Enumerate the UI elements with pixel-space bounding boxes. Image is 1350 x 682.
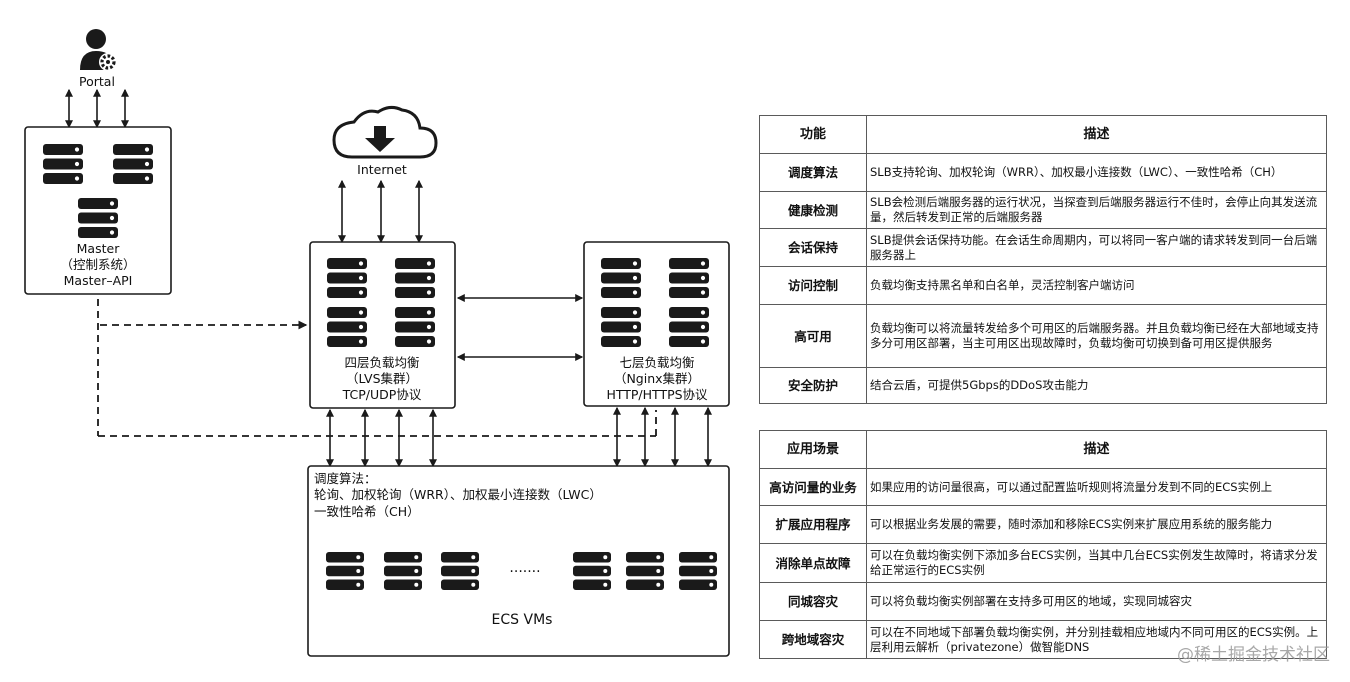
table-row: 健康检测 SLB会检测后端服务器的运行状况，当探查到后端服务器运行不佳时，会停止… <box>759 191 1327 229</box>
feature-desc: SLB会检测后端服务器的运行状况，当探查到后端服务器运行不佳时，会停止向其发送流… <box>866 191 1327 229</box>
header-cell: 描述 <box>866 430 1327 469</box>
scenario-name: 消除单点故障 <box>759 543 867 583</box>
scenario-desc: 可以将负载均衡实例部署在支持多可用区的地域，实现同城容灾 <box>866 582 1327 621</box>
server-icon <box>669 307 709 347</box>
l7-protocol: HTTP/HTTPS协议 <box>606 387 708 402</box>
header-cell: 应用场景 <box>759 430 867 469</box>
scenario-name: 同城容灾 <box>759 582 867 621</box>
l7-subtitle: （Nginx集群） <box>614 371 700 386</box>
ecs-algo-line2: 一致性哈希（CH） <box>314 504 420 519</box>
feature-desc: 负载均衡可以将流量转发给多个可用区的后端服务器。并且负载均衡已经在大部地域支持多… <box>866 304 1327 368</box>
feature-desc: SLB支持轮询、加权轮询（WRR）、加权最小连接数（LWC）、一致性哈希（CH） <box>866 153 1327 192</box>
scenarios-table: 应用场景 描述 高访问量的业务 如果应用的访问量很高，可以通过配置监听规则将流量… <box>759 430 1327 659</box>
scenario-name: 跨地域容灾 <box>759 620 867 659</box>
server-icon <box>78 198 118 238</box>
scenario-name: 扩展应用程序 <box>759 505 867 544</box>
master-title: Master <box>77 241 121 256</box>
portal-master-arrows <box>65 88 129 129</box>
master-api-label: Master–API <box>64 273 133 288</box>
server-icon <box>43 144 83 184</box>
cloud-download-icon <box>332 105 438 159</box>
ecs-vms-label: ECS VMs <box>492 612 553 628</box>
portal-label: Portal <box>79 74 115 89</box>
l4-l7-arrows <box>456 294 584 361</box>
feature-desc: SLB提供会话保持功能。在会话生命周期内，可以将同一客户端的请求转发到同一台后端… <box>866 228 1327 267</box>
feature-name: 调度算法 <box>759 153 867 192</box>
table-row: 访问控制 负载均衡支持黑名单和白名单，灵活控制客户端访问 <box>759 266 1327 305</box>
table-row: 会话保持 SLB提供会话保持功能。在会话生命周期内，可以将同一客户端的请求转发到… <box>759 228 1327 267</box>
table-row: 高访问量的业务 如果应用的访问量很高，可以通过配置监听规则将流量分发到不同的EC… <box>759 468 1327 506</box>
table-row: 调度算法 SLB支持轮询、加权轮询（WRR）、加权最小连接数（LWC）、一致性哈… <box>759 153 1327 192</box>
server-icon <box>327 258 367 298</box>
table-row: 安全防护 结合云盾，可提供5Gbps的DDoS攻击能力 <box>759 367 1327 404</box>
internet-l4-arrows <box>338 179 423 244</box>
scenario-name: 高访问量的业务 <box>759 468 867 506</box>
lb-ecs-arrows <box>326 406 712 468</box>
table-header-row: 功能 描述 <box>759 115 1327 154</box>
scenario-desc: 可以在负载均衡实例下添加多台ECS实例，当其中几台ECS实例发生故障时，将请求分… <box>866 543 1327 583</box>
server-icon <box>679 552 717 590</box>
table-header-row: 应用场景 描述 <box>759 430 1327 469</box>
server-icon <box>601 258 641 298</box>
l4-subtitle: （LVS集群） <box>346 371 418 386</box>
table-row: 扩展应用程序 可以根据业务发展的需要，随时添加和移除ECS实例来扩展应用系统的服… <box>759 505 1327 544</box>
control-dashed-lines <box>97 299 657 437</box>
server-icon <box>573 552 611 590</box>
server-icon <box>669 258 709 298</box>
scenario-desc: 如果应用的访问量很高，可以通过配置监听规则将流量分发到不同的ECS实例上 <box>866 468 1327 506</box>
internet-label: Internet <box>357 162 407 177</box>
l4-protocol: TCP/UDP协议 <box>342 387 422 402</box>
table-row: 同城容灾 可以将负载均衡实例部署在支持多可用区的地域，实现同城容灾 <box>759 582 1327 621</box>
table-row: 高可用 负载均衡可以将流量转发给多个可用区的后端服务器。并且负载均衡已经在大部地… <box>759 304 1327 368</box>
watermark: @稀土掘金技术社区 <box>1177 645 1330 665</box>
master-subtitle: （控制系统） <box>60 257 135 272</box>
feature-name: 安全防护 <box>759 367 867 404</box>
feature-name: 健康检测 <box>759 191 867 229</box>
ecs-algo-title: 调度算法： <box>314 471 377 486</box>
header-cell: 功能 <box>759 115 867 154</box>
ecs-ellipsis: ······· <box>509 564 540 580</box>
server-icon <box>601 307 641 347</box>
feature-name: 访问控制 <box>759 266 867 305</box>
scenario-desc: 可以在不同地域下部署负载均衡实例，并分别挂载相应地域内不同可用区的ECS实例。上… <box>866 620 1327 659</box>
feature-desc: 结合云盾，可提供5Gbps的DDoS攻击能力 <box>866 367 1327 404</box>
features-table: 功能 描述 调度算法 SLB支持轮询、加权轮询（WRR）、加权最小连接数（LWC… <box>759 115 1327 404</box>
user-gear-icon <box>80 29 117 71</box>
server-icon <box>626 552 664 590</box>
server-icon <box>384 552 422 590</box>
table-row: 消除单点故障 可以在负载均衡实例下添加多台ECS实例，当其中几台ECS实例发生故… <box>759 543 1327 583</box>
table-row: 跨地域容灾 可以在不同地域下部署负载均衡实例，并分别挂载相应地域内不同可用区的E… <box>759 620 1327 659</box>
architecture-diagram: Portal Master （控制系统） Master–API Internet… <box>24 29 730 657</box>
l4-title: 四层负载均衡 <box>344 355 419 370</box>
feature-name: 会话保持 <box>759 228 867 267</box>
ecs-algo-line1: 轮询、加权轮询（WRR）、加权最小连接数（LWC） <box>314 487 602 502</box>
scenario-desc: 可以根据业务发展的需要，随时添加和移除ECS实例来扩展应用系统的服务能力 <box>866 505 1327 544</box>
ecs-box <box>307 465 730 657</box>
l7-title: 七层负载均衡 <box>619 355 694 370</box>
server-icon <box>395 258 435 298</box>
server-icon <box>327 307 367 347</box>
server-icon <box>441 552 479 590</box>
feature-desc: 负载均衡支持黑名单和白名单，灵活控制客户端访问 <box>866 266 1327 305</box>
header-cell: 描述 <box>866 115 1327 154</box>
server-icon <box>395 307 435 347</box>
server-icon <box>326 552 364 590</box>
feature-name: 高可用 <box>759 304 867 368</box>
server-icon <box>113 144 153 184</box>
